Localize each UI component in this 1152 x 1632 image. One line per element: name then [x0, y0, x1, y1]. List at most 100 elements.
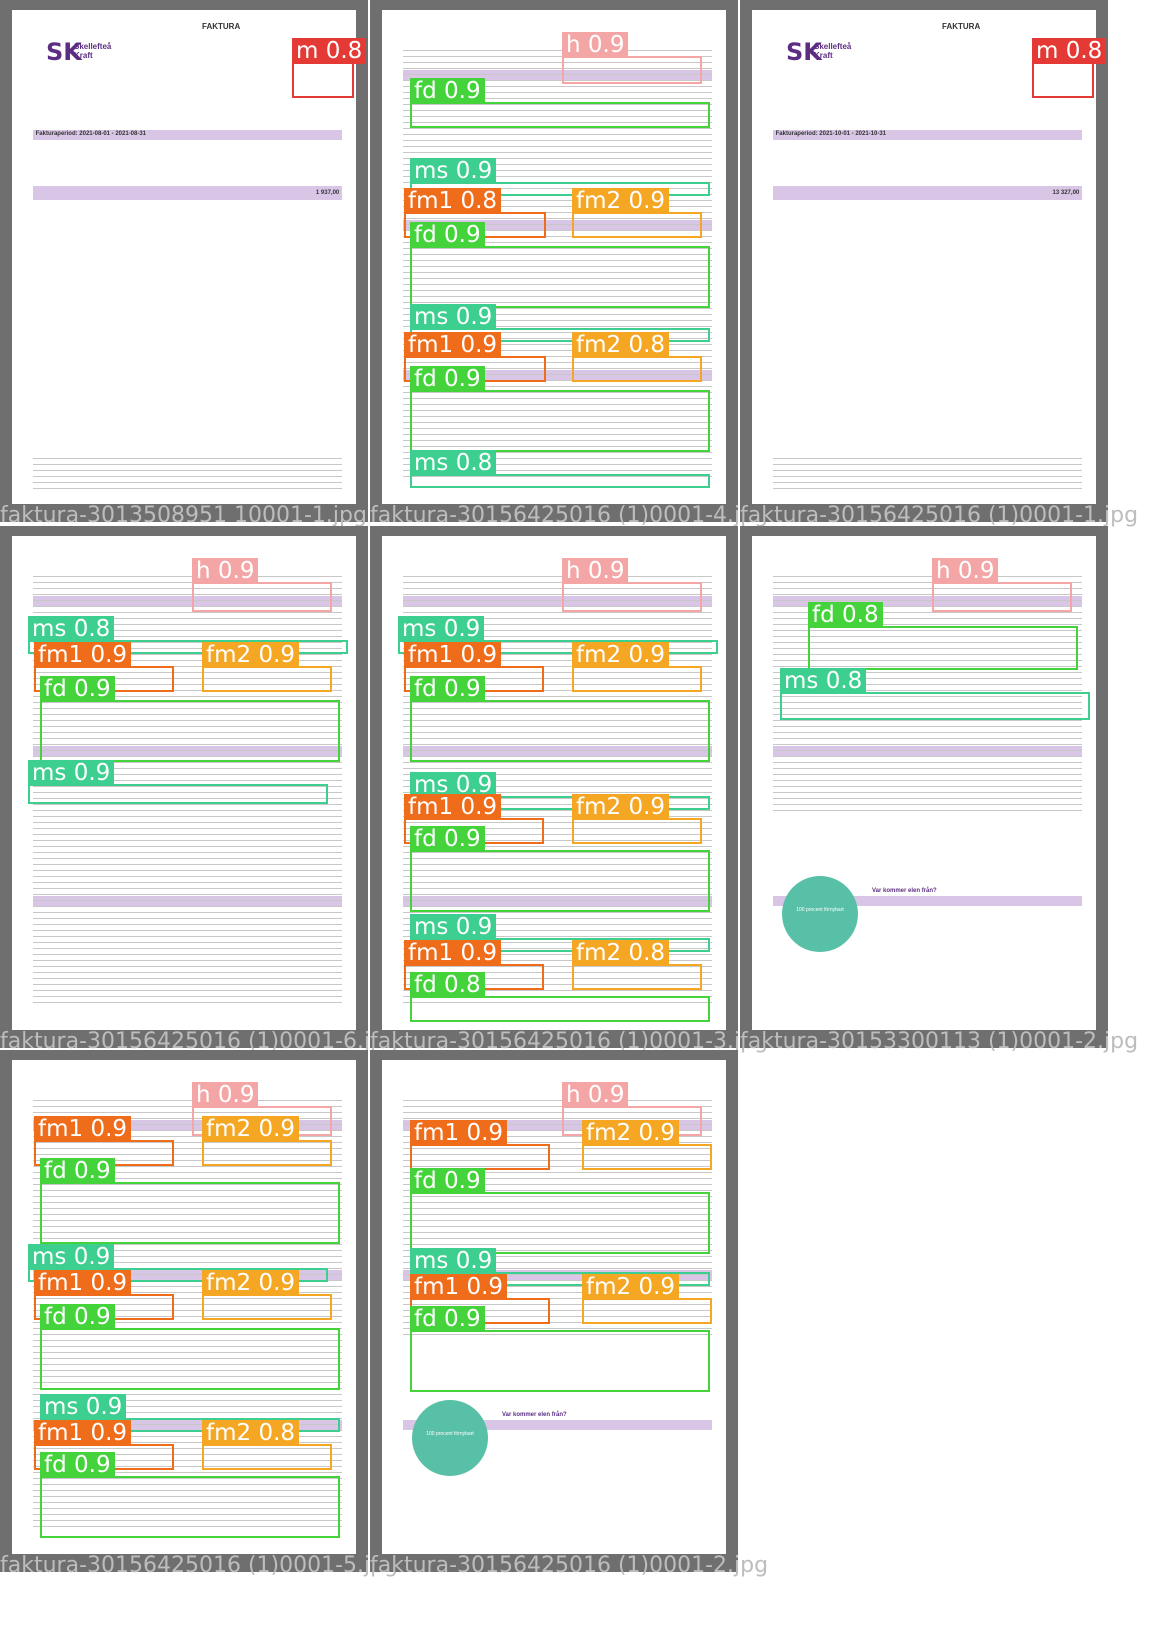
- detection-box-fm2: fm2 0.9: [582, 1120, 712, 1170]
- detection-box-ms: ms 0.9: [410, 914, 710, 952]
- detection-box-ms: ms 0.8: [780, 668, 1090, 720]
- section-band: [402, 70, 713, 80]
- detection-label: fd 0.9: [410, 1306, 485, 1332]
- detection-box-fm1: fm1 0.9: [34, 1270, 174, 1320]
- detection-label: fm2 0.9: [202, 642, 300, 668]
- detection-label: fd 0.9: [40, 676, 115, 702]
- detection-label: fm1 0.9: [34, 642, 132, 668]
- section-band: [402, 1420, 713, 1430]
- section-band: [32, 746, 343, 756]
- detection-label: h 0.9: [932, 558, 999, 584]
- section-band: [32, 596, 343, 606]
- detection-label: h 0.9: [192, 1082, 259, 1108]
- detection-label: ms 0.9: [410, 304, 497, 330]
- detection-box-fd: fd 0.9: [410, 78, 710, 128]
- detection-box-fm2: fm2 0.9: [572, 188, 702, 238]
- detection-label: fm2 0.8: [572, 332, 670, 358]
- detection-box-fd: fd 0.9: [410, 1306, 710, 1392]
- logo-text: Skellefteå Kraft: [814, 42, 852, 60]
- table-lines: [32, 576, 343, 1008]
- detection-label: fm1 0.9: [34, 1270, 132, 1296]
- detection-box-m: m 0.8: [292, 38, 367, 98]
- detection-box-fd: fd 0.9: [410, 366, 710, 452]
- image-filename: faktura-30156425016 (1)0001-6.jpg: [0, 1029, 399, 1054]
- image-filename: faktura-30156425016 (1)0001-1.jpg: [740, 503, 1139, 528]
- detection-label: ms 0.9: [410, 158, 497, 184]
- section-band: [402, 596, 713, 606]
- section-band: [32, 1420, 343, 1430]
- detection-label: h 0.9: [562, 1082, 629, 1108]
- detection-box-fd: fd 0.9: [410, 1168, 710, 1254]
- section-band: [32, 1270, 343, 1280]
- detection-label: fd 0.9: [410, 222, 485, 248]
- table-lines: [32, 1100, 343, 1532]
- detection-label: ms 0.8: [410, 450, 497, 476]
- detection-label: fm2 0.9: [572, 794, 670, 820]
- detection-label: fd 0.9: [40, 1452, 115, 1478]
- result-tile: h 0.9 fd 0.9 ms 0.9 fm1 0.8 fm2 0.9 fd 0.9 ms …: [370, 0, 768, 528]
- total-amount: 1 937,00: [315, 190, 340, 196]
- detection-box-fd: fd 0.9: [410, 826, 710, 912]
- invoice-heading: FAKTURA: [942, 22, 981, 31]
- invoice-page: h 0.9 fd 0.9 ms 0.9 fm1 0.8 fm2 0.9 fd 0.9 ms …: [382, 10, 726, 504]
- detection-box-fm2: fm2 0.9: [582, 1274, 712, 1324]
- detection-label: ms 0.9: [410, 772, 497, 798]
- detection-box-fm2: fm2 0.9: [202, 1270, 332, 1320]
- section-band: [402, 1270, 713, 1280]
- detection-box-ms: ms 0.8: [28, 616, 348, 654]
- section-band: [402, 896, 713, 906]
- section-band: [402, 746, 713, 756]
- detection-box-ms: ms 0.9: [28, 1244, 328, 1282]
- section-band: [32, 1120, 343, 1130]
- image-filename: faktura-3013508951 10001-1.jpg: [0, 503, 367, 528]
- footer-lines: [772, 458, 1083, 494]
- invoice-heading: FAKTURA: [202, 22, 241, 31]
- logo-mark: SK: [786, 38, 822, 66]
- detection-label: ms 0.8: [780, 668, 867, 694]
- detection-box-fd: fd 0.9: [40, 1158, 340, 1244]
- detection-box-m: m 0.8: [1032, 38, 1107, 98]
- detection-label: fm2 0.9: [572, 188, 670, 214]
- detection-box-fd: fd 0.8: [808, 602, 1078, 670]
- detection-box-fm2: fm2 0.9: [202, 1116, 332, 1166]
- detection-box-fm2: fm2 0.8: [572, 940, 702, 990]
- period-text: Fakturaperiod: 2021-10-01 - 2021-10-31: [775, 131, 887, 137]
- detection-label: m 0.8: [292, 38, 367, 64]
- period-band: Fakturaperiod: 2021-08-01 - 2021-08-31: [32, 130, 343, 140]
- detection-label: fm1 0.9: [410, 1120, 508, 1146]
- detection-label: fm1 0.9: [404, 642, 502, 668]
- renewable-badge: 100 procent förnybart: [782, 876, 858, 952]
- detection-label: fm2 0.8: [572, 940, 670, 966]
- detection-box-h: h 0.9: [932, 558, 1072, 612]
- image-filename: faktura-30153300113 (1)0001-2.jpg: [740, 1029, 1139, 1054]
- detection-label: fm1 0.8: [404, 188, 502, 214]
- image-filename: faktura-30156425016 (1)0001-2.jpg: [370, 1553, 769, 1578]
- detection-label: fd 0.9: [410, 366, 485, 392]
- detection-label: h 0.9: [562, 32, 629, 58]
- detection-box-fm1: fm1 0.9: [404, 642, 544, 692]
- total-amount: 13 327,00: [1052, 190, 1080, 196]
- detection-label: h 0.9: [562, 558, 629, 584]
- detection-label: fm2 0.9: [202, 1270, 300, 1296]
- detection-label: ms 0.9: [40, 1394, 127, 1420]
- detection-label: fd 0.8: [410, 972, 485, 998]
- period-band: Fakturaperiod: 2021-10-01 - 2021-10-31: [772, 130, 1083, 140]
- table-lines: [402, 1100, 713, 1340]
- detection-box-fm1: fm1 0.9: [404, 940, 544, 990]
- totals-band: 13 327,00: [772, 186, 1083, 200]
- detection-label: fm1 0.9: [404, 940, 502, 966]
- detection-box-fm1: fm1 0.9: [34, 1116, 174, 1166]
- detection-label: fd 0.8: [808, 602, 883, 628]
- detection-box-ms: ms 0.8: [410, 450, 710, 488]
